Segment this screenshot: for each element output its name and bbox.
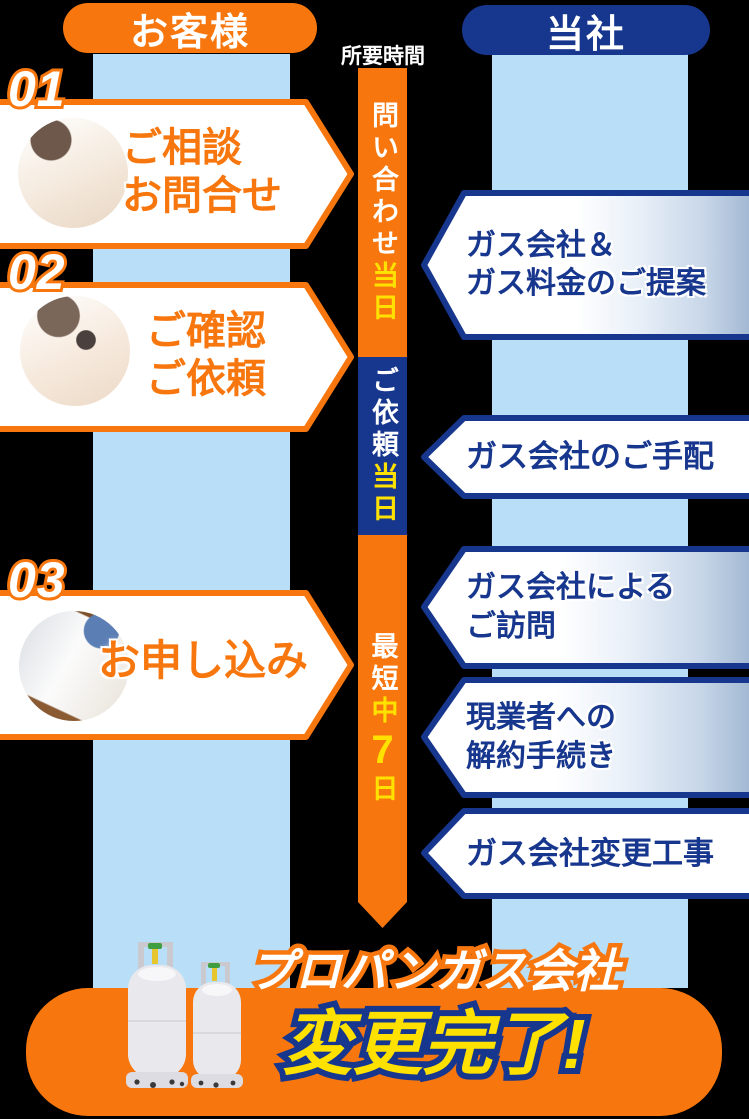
segment2-accent: 当日: [368, 462, 398, 526]
customer-header-pill: お客様: [63, 3, 317, 54]
segment1-text: 問い合わせ: [368, 100, 398, 261]
customer-header-label: お客様: [129, 11, 250, 54]
photo-woman-using-smartphone: [20, 296, 130, 406]
customer-step2-text: ご確認 ご依頼: [146, 307, 266, 403]
company-step5-box: [421, 808, 749, 899]
customer-step1-text: ご相談 お問合せ: [122, 124, 282, 220]
customer-step3-line1: お申し込み: [98, 637, 309, 684]
footer-line2: 変更完了!変更完了!: [276, 1000, 591, 1089]
company-step3-text: ガス会社による ご訪問: [420, 545, 749, 670]
duration-timeline: 問い合わせ当日 ご依頼当日 最短中7日: [358, 68, 407, 933]
company-header-pill: 当社: [462, 5, 710, 56]
timeline-segment-request: ご依頼当日: [358, 357, 407, 535]
customer-step1-line1: ご相談: [122, 126, 242, 170]
segment1-accent: 当日: [368, 260, 398, 325]
company-step4-line2: 解約手続き: [466, 739, 616, 773]
footer-line1: プロパンガス会社プロパンガス会社: [244, 941, 623, 1000]
company-step2-line1: ガス会社のご手配: [466, 439, 714, 475]
customer-step2-line1: ご確認: [146, 309, 266, 353]
timeline-arrow-tip: [358, 902, 407, 928]
photo-gas-worker-visiting-customer: [560, 552, 749, 663]
company-header-label: 当社: [545, 13, 626, 56]
customer-step3-text: お申し込み: [98, 636, 308, 686]
company-step1-text: ガス会社＆ ガス料金のご提案: [420, 189, 749, 341]
timeline-segment-inquiry: 問い合わせ当日: [358, 68, 407, 357]
photo-staff-on-phone-in-office: [575, 196, 749, 334]
company-step2-box: [421, 415, 749, 499]
photo-woman-talking-on-phone: [18, 118, 128, 228]
segment2-text: ご依頼: [368, 366, 398, 462]
company-step3-line2: ご訪問: [466, 609, 556, 643]
segment3-accent-prefix: 中: [367, 695, 398, 728]
company-step1-line2: ガス料金のご提案: [466, 267, 706, 300]
timeline-segment-seven-days: 最短中7日: [358, 535, 407, 902]
photo-uniformed-worker-on-phone: [555, 683, 749, 792]
photo-hands-writing-form: [19, 611, 129, 721]
company-step4-text: 現業者への 解約手続き: [420, 676, 749, 799]
customer-step1-line2: お問合せ: [122, 174, 282, 218]
company-step4-line1: 現業者への: [466, 701, 616, 735]
segment3-accent-suffix: 日: [367, 773, 398, 806]
company-step3-line1: ガス会社による: [466, 571, 676, 605]
company-step2-text: ガス会社のご手配: [420, 414, 749, 500]
customer-step2-line2: ご依頼: [146, 357, 266, 401]
duration-label: 所要時間: [341, 45, 425, 68]
segment3-accent-number: 7: [360, 727, 405, 774]
company-step5-line1: ガス会社変更工事: [466, 835, 714, 871]
propane-cylinders-icon: [126, 942, 243, 1088]
segment3-text: 最短: [367, 631, 398, 696]
company-step1-line1: ガス会社＆: [466, 228, 616, 262]
company-step5-text: ガス会社変更工事: [420, 807, 749, 900]
